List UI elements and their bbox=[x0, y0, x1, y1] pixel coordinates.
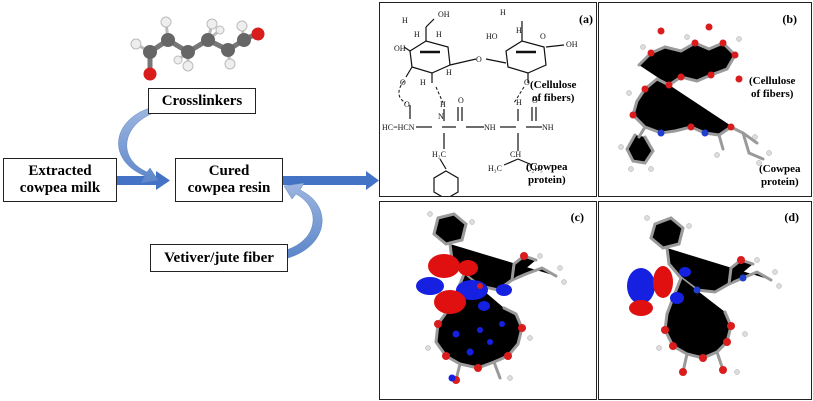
panel-c-label: (c) bbox=[570, 210, 584, 224]
panel-a: H H OH H H O H O O HC=HCN H N O NH H O N… bbox=[379, 2, 597, 197]
svg-text:CH: CH bbox=[510, 150, 521, 159]
svg-text:H: H bbox=[414, 30, 420, 39]
svg-text:OH: OH bbox=[566, 40, 578, 49]
panel-b-protein: (Cowpea protein) bbox=[759, 163, 801, 188]
panel-a-label: (a) bbox=[579, 12, 593, 26]
svg-text:O: O bbox=[476, 55, 482, 64]
extracted-label-line1: Extracted bbox=[28, 163, 92, 179]
svg-text:N: N bbox=[438, 112, 444, 121]
atom-h: H bbox=[402, 16, 408, 25]
curve-arrow-crosslinkers bbox=[118, 107, 159, 184]
panel-d: (d) bbox=[598, 201, 812, 400]
svg-text:O: O bbox=[532, 96, 538, 105]
svg-text:H: H bbox=[516, 26, 522, 35]
extracted-box: Extracted cowpea milk bbox=[3, 158, 117, 202]
svg-text:OH: OH bbox=[394, 44, 406, 53]
orbital-d bbox=[627, 215, 782, 376]
molecule-3d-b bbox=[618, 23, 772, 172]
extracted-label-line2: cowpea milk bbox=[19, 180, 101, 196]
cured-label-line1: Cured bbox=[208, 163, 250, 179]
svg-text:HO: HO bbox=[486, 32, 498, 41]
svg-text:H: H bbox=[500, 8, 506, 17]
svg-text:H: H bbox=[446, 68, 452, 77]
cured-label-line2: cowpea resin bbox=[187, 180, 271, 196]
svg-text:NH: NH bbox=[484, 123, 496, 132]
svg-text:H: H bbox=[436, 30, 442, 39]
arrow-cured-to-panels bbox=[282, 171, 379, 190]
fiber-label: Vetiver/jute fiber bbox=[164, 249, 274, 266]
fiber-box: Vetiver/jute fiber bbox=[150, 244, 288, 272]
arrow-extracted-to-cured bbox=[116, 171, 170, 190]
svg-text:H: H bbox=[516, 98, 522, 107]
panel-a-protein: (Cowpea protein) bbox=[526, 161, 568, 186]
svg-text:OH: OH bbox=[438, 10, 450, 19]
svg-text:NH: NH bbox=[542, 123, 554, 132]
panel-b-label: (b) bbox=[782, 12, 797, 26]
panel-d-label: (d) bbox=[784, 210, 799, 224]
svg-text:H: H bbox=[420, 78, 426, 87]
svg-text:HC=HCN: HC=HCN bbox=[382, 123, 415, 132]
crosslinkers-box: Crosslinkers bbox=[148, 88, 256, 114]
svg-text:C₂H₅: C₂H₅ bbox=[526, 164, 543, 173]
svg-text:O: O bbox=[540, 32, 546, 41]
svg-text:O: O bbox=[404, 100, 410, 109]
panel-b-cellulose: (Cellulose of fibers) bbox=[749, 75, 796, 100]
orbital-c bbox=[416, 211, 567, 384]
svg-text:O: O bbox=[400, 78, 406, 87]
svg-text:H₂C: H₂C bbox=[432, 150, 446, 159]
curve-arrow-fiber bbox=[283, 182, 323, 259]
crosslinker-molecule bbox=[130, 16, 265, 81]
cured-box: Cured cowpea resin bbox=[175, 158, 283, 202]
svg-text:O: O bbox=[458, 96, 464, 105]
crosslinkers-label: Crosslinkers bbox=[161, 92, 243, 109]
panel-b: (b) (Cellulose of fibers) (Cowpea protei… bbox=[598, 2, 812, 197]
svg-text:H₃C: H₃C bbox=[488, 164, 502, 173]
chemical-structure: H H OH H H O H O O HC=HCN H N O NH H O N… bbox=[382, 8, 578, 196]
svg-text:O: O bbox=[524, 78, 530, 87]
panel-a-cellulose: (Cellulose of fibers) bbox=[530, 79, 577, 104]
panel-c: (c) bbox=[379, 201, 597, 400]
svg-text:H: H bbox=[440, 100, 446, 109]
